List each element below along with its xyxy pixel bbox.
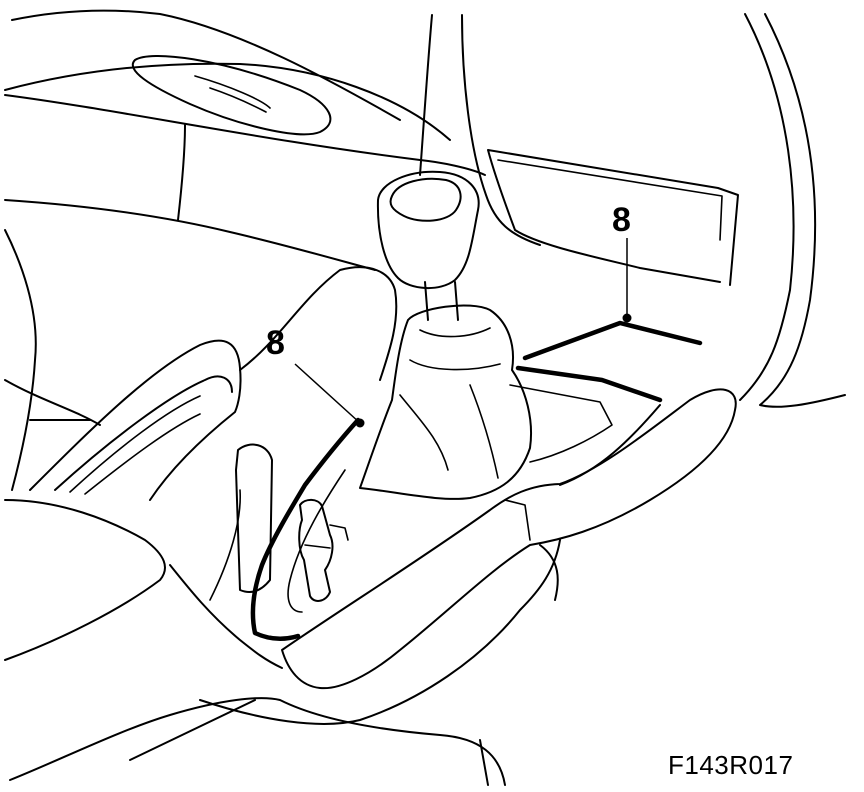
callout-label: 8 xyxy=(612,201,631,239)
center-stack-left xyxy=(419,14,433,176)
gear-knob xyxy=(376,170,480,290)
console-right-edge xyxy=(539,404,661,601)
gear-boot xyxy=(359,304,533,500)
handbrake-lever xyxy=(29,339,242,501)
figure-code: F143R017 xyxy=(668,750,794,780)
rod-component xyxy=(298,498,334,602)
rod-detail xyxy=(304,524,349,549)
dashboard-outline xyxy=(4,9,451,141)
dashboard-vent xyxy=(132,54,332,136)
seal-right xyxy=(515,320,703,403)
handbrake-lever-lines xyxy=(69,395,201,495)
console-bezel-outer xyxy=(281,388,737,690)
seat-top-edge xyxy=(4,199,376,271)
gear-knob-top xyxy=(389,177,462,222)
storage-compartment xyxy=(487,149,739,286)
console-base-left xyxy=(169,564,283,669)
dashboard-lower-panel xyxy=(4,94,486,176)
callout-dot-1 xyxy=(622,313,632,323)
gear-boot-folds xyxy=(399,327,501,479)
lever-housing xyxy=(235,443,273,593)
lever-housing-edge xyxy=(209,489,242,601)
dashboard-panel-seam xyxy=(177,124,186,221)
console-bezel-seam xyxy=(504,499,531,541)
callout-leader-2 xyxy=(294,363,361,424)
console-side-upper xyxy=(239,266,398,381)
seal-left xyxy=(250,417,361,641)
seat-bottom xyxy=(4,379,101,426)
gear-shaft xyxy=(424,281,459,321)
right-frame-inner xyxy=(759,13,846,408)
dashboard-vent-inner xyxy=(194,75,271,113)
callout-dot-2 xyxy=(355,418,365,428)
callout-label: 8 xyxy=(266,324,285,362)
console-base xyxy=(9,697,506,786)
inner-recess xyxy=(509,384,613,463)
console-bezel-lower xyxy=(199,539,561,725)
handbrake-lever-top xyxy=(54,375,233,491)
center-stack-right xyxy=(461,14,541,246)
storage-lip xyxy=(497,159,723,241)
seat-left-curve xyxy=(4,229,37,491)
floor-line xyxy=(129,699,489,786)
inner-recess-left xyxy=(287,469,346,613)
right-frame-outer xyxy=(739,13,795,401)
console-side-lower xyxy=(4,499,166,661)
